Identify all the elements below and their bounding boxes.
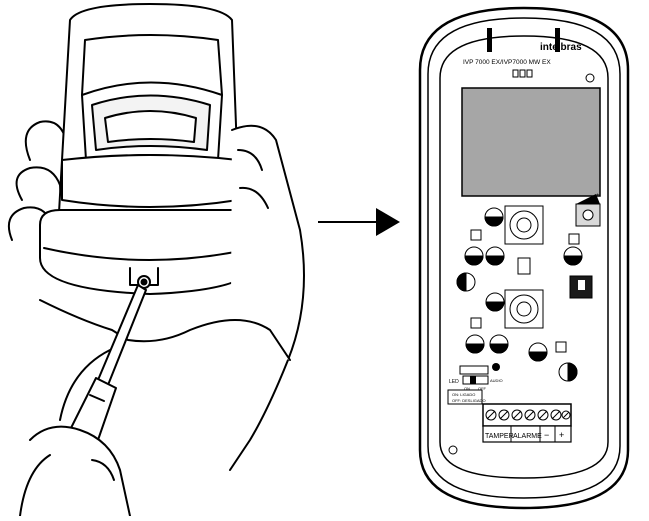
capacitors (456, 207, 583, 382)
svg-text:+: + (596, 193, 600, 199)
pir-window (461, 87, 601, 197)
jumper-on-label: ON (464, 386, 470, 391)
hand-screwdriver-opening-sensor-icon (8, 3, 305, 517)
aux-label: AUDIO (490, 378, 503, 383)
model-label: IVP 7000 EX/IVP7000 MW EX (463, 59, 551, 66)
right-arrow-icon (318, 208, 400, 236)
dip-switch: ON: LIGADO OFF: DESLIGADO (447, 389, 486, 405)
terminal-block: TAMPER ALARME − + (482, 403, 572, 443)
switch-on-label: ON: LIGADO (452, 392, 475, 397)
terminal-minus-label: − (544, 430, 549, 440)
jumper-off-label: OFF (478, 386, 487, 391)
switch-off-label: OFF: DESLIGADO (452, 398, 486, 403)
open-sensor-board: intelbras IVP 7000 EX/IVP7000 MW EX + (418, 6, 630, 510)
led-jumper: LED ON OFF (449, 365, 489, 391)
brand-label: intelbras (540, 42, 582, 53)
terminal-alarme-label: ALARME (513, 433, 542, 440)
led-row (512, 69, 533, 78)
terminal-plus-label: + (559, 430, 564, 440)
jumper-led-label: LED (449, 379, 459, 385)
ic-chips (470, 229, 580, 353)
terminal-tamper-label: TAMPER (485, 433, 514, 440)
